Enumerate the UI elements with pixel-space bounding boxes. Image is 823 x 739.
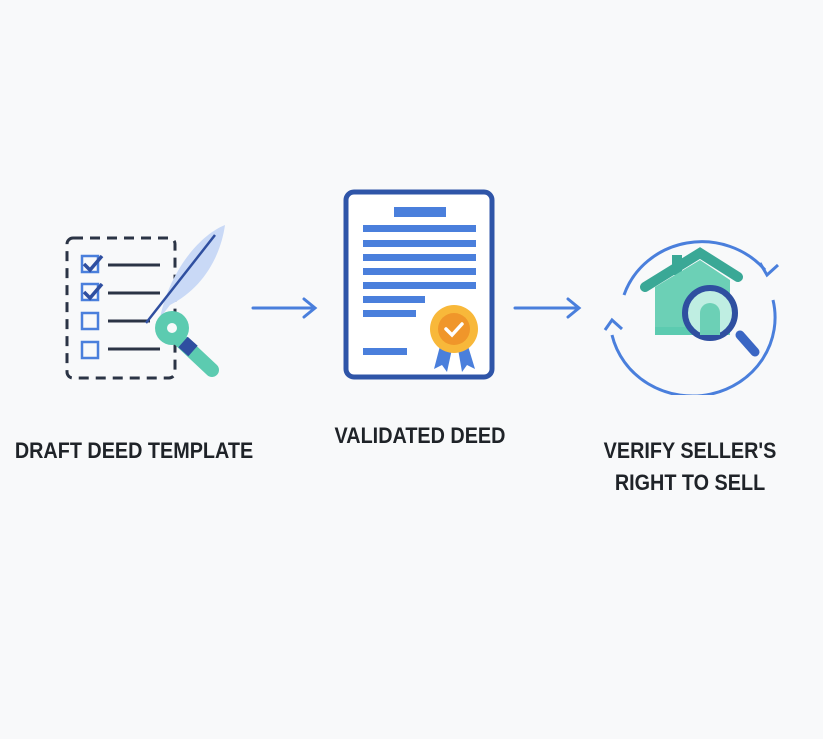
step-label-validated-deed: VALIDATED DEED — [334, 423, 506, 448]
checklist-quill-magnifier-icon — [65, 225, 225, 380]
arrow-right-icon — [513, 297, 582, 319]
house-search-cycle-icon — [603, 240, 780, 395]
step-label-verify-line-2: RIGHT TO SELL — [614, 470, 766, 495]
step-label-verify-line-1: VERIFY SELLER'S — [603, 438, 777, 463]
certified-document-icon — [343, 189, 495, 380]
step-label-draft-deed-template: DRAFT DEED TEMPLATE — [14, 438, 254, 463]
arrow-right-icon — [251, 297, 318, 319]
